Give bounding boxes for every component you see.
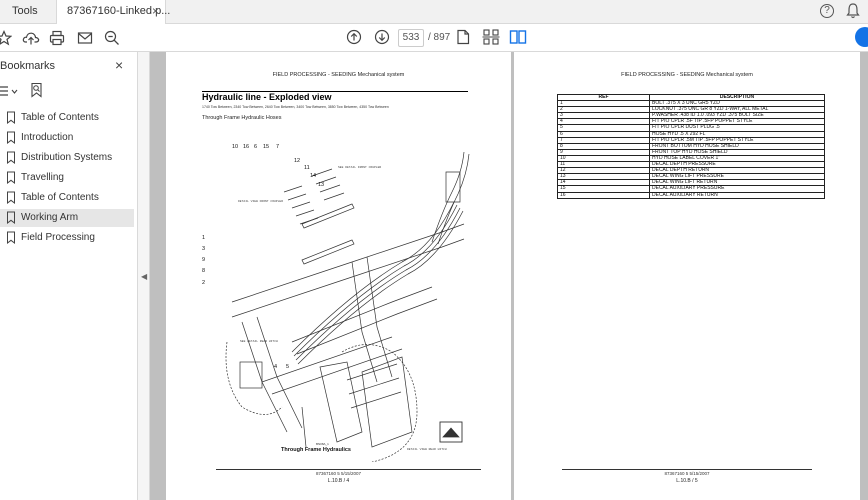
callout-label: 4 <box>274 364 277 370</box>
star-icon[interactable] <box>0 30 12 46</box>
title-rule <box>202 91 468 92</box>
print-icon[interactable] <box>49 30 65 46</box>
figure-caption: Through Frame Hydraulics <box>281 447 351 453</box>
tab-tools[interactable]: Tools <box>12 5 38 17</box>
bookmark-item[interactable]: Introduction <box>0 129 134 147</box>
callout-label: 10 <box>232 144 238 150</box>
share-button[interactable] <box>855 27 868 47</box>
tab-document-label: 87367160-Linked p... <box>67 5 171 17</box>
footer-code: 87367160 5 5/15/2007 <box>315 471 362 476</box>
description-cell: DECAL AUXILIARY RETURN <box>649 191 825 199</box>
page-up-icon[interactable] <box>346 29 362 45</box>
cloud-upload-icon[interactable] <box>22 30 40 46</box>
callout-label: 14 <box>310 173 316 179</box>
bookmark-label: Travelling <box>21 172 64 183</box>
bookmark-label: Table of Contents <box>21 192 99 203</box>
footer-page-ref: L.10.B / 5 <box>676 478 698 484</box>
single-page-icon[interactable] <box>456 29 470 45</box>
detail-view-label: DETAIL VIEW FRONT COUPLER <box>238 200 283 203</box>
section-title: Hydraulic line - Exploded view <box>202 92 332 102</box>
callout-label: 7 <box>276 144 279 150</box>
bookmarks-title: Bookmarks <box>0 60 56 72</box>
bookmark-icon <box>7 211 15 224</box>
tab-document[interactable]: 87367160-Linked p... × <box>56 0 170 24</box>
callout-label: 1 <box>202 235 205 241</box>
section-caption: Through Frame Hydraulic Hoses <box>202 115 282 121</box>
bookmark-item[interactable]: Distribution Systems <box>0 149 134 167</box>
collapse-arrow-icon: ◀ <box>141 272 148 281</box>
bookmark-icon <box>7 111 15 124</box>
page-header: FIELD PROCESSING - SEEDING Mechanical sy… <box>272 72 405 78</box>
footer-code: 87367160 5 5/15/2007 <box>664 471 710 476</box>
description-cell: F/T PIO CPLR .5F TIP .5FP POPPET STYLE <box>649 118 825 126</box>
toolbar: 533 / 897 <box>0 24 868 52</box>
callout-label: 5 <box>286 364 289 370</box>
bookmark-icon <box>7 151 15 164</box>
two-page-view-icon[interactable] <box>509 29 527 45</box>
close-icon[interactable]: × <box>115 57 124 73</box>
callout-label: 12 <box>294 158 300 164</box>
figure-number: BN08A_1 <box>316 442 329 446</box>
tab-close-icon[interactable]: × <box>151 4 159 18</box>
callout-label: 13 <box>318 182 324 188</box>
ref-cell: 16 <box>557 191 650 199</box>
exploded-view-diagram: 10 16 6 15 7 12 11 14 13 1 3 9 8 2 4 5 S… <box>202 144 470 462</box>
bookmark-item[interactable]: Travelling <box>0 169 134 187</box>
bookmark-item[interactable]: Field Processing <box>0 229 134 247</box>
bookmark-item-selected[interactable]: Working Arm <box>0 209 134 227</box>
panel-collapse-handle[interactable]: ◀ <box>138 52 150 500</box>
scrolling-mode-icon[interactable] <box>482 29 500 45</box>
bookmark-label: Table of Contents <box>21 112 99 123</box>
document-canvas[interactable]: FIELD PROCESSING - SEEDING Mechanical sy… <box>150 52 868 500</box>
callout-label: 6 <box>254 144 257 150</box>
callout-label: 3 <box>202 246 205 252</box>
page-total: / 897 <box>428 32 451 43</box>
callout-label: 15 <box>263 144 269 150</box>
bookmark-item[interactable]: Table of Contents <box>0 109 134 127</box>
bookmarks-panel: Bookmarks × Table of Contents Introducti… <box>0 52 138 500</box>
model-list: 1740 Tow Between, 2340 Tow Between, 2640… <box>202 105 389 109</box>
bookmark-label: Introduction <box>21 132 74 143</box>
detail-reference: SEE DETAIL REAR HITCH <box>240 340 278 343</box>
callout-label: 16 <box>243 144 249 150</box>
footer-rule <box>562 469 812 470</box>
page-down-icon[interactable] <box>374 29 390 45</box>
options-menu-icon[interactable] <box>0 85 20 97</box>
callout-label: 8 <box>202 268 205 274</box>
page-number-input[interactable]: 533 <box>398 29 424 47</box>
help-icon[interactable]: ? <box>820 4 834 18</box>
detail-reference: SEE DETAIL FRONT COUPLER <box>338 166 381 169</box>
bookmark-icon <box>7 131 15 144</box>
pdf-page-left: FIELD PROCESSING - SEEDING Mechanical sy… <box>166 52 511 500</box>
bookmark-icon <box>7 171 15 184</box>
bookmark-search-icon[interactable] <box>30 82 44 98</box>
bookmark-item[interactable]: Table of Contents <box>0 189 134 207</box>
email-icon[interactable] <box>77 30 93 46</box>
bookmark-label: Working Arm <box>21 212 79 223</box>
detail-view-label: DETAIL VIEW REAR HITCH <box>407 448 447 451</box>
callout-label: 11 <box>304 165 310 171</box>
page-header: FIELD PROCESSING - SEEDING Mechanical sy… <box>621 72 753 78</box>
bookmark-label: Distribution Systems <box>21 152 113 163</box>
zoom-icon[interactable] <box>104 30 120 46</box>
footer-page-ref: L.10.B / 4 <box>327 478 350 484</box>
bell-icon[interactable] <box>846 3 860 19</box>
bookmark-label: Field Processing <box>21 232 95 243</box>
tab-bar: Tools 87367160-Linked p... × ? <box>0 0 868 24</box>
pdf-page-right: FIELD PROCESSING - SEEDING Mechanical sy… <box>514 52 860 500</box>
description-cell: FRONT BOTTOM HYD HOSE SHIELD <box>649 142 825 150</box>
callout-label: 9 <box>202 257 205 263</box>
footer-rule <box>216 469 481 470</box>
bookmark-icon <box>7 231 15 244</box>
bookmark-icon <box>7 191 15 204</box>
column-header-description: DESCRIPTION <box>649 93 825 102</box>
callout-label: 2 <box>202 280 205 286</box>
